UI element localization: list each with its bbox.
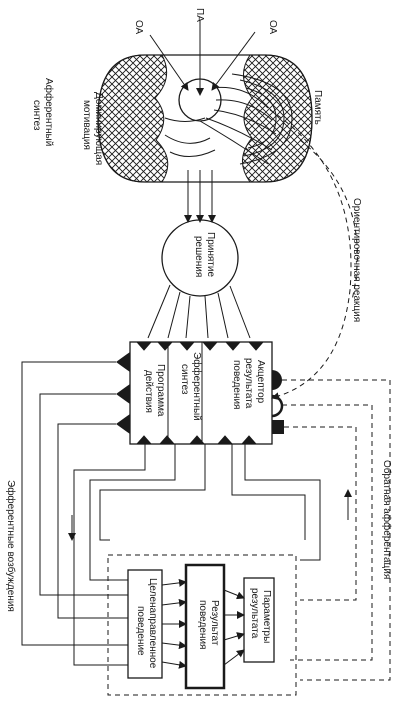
label-oa-right: ОА (267, 20, 278, 35)
label-efferent-synthesis-line1: Эфферентный (191, 352, 203, 421)
label-result-params-line2: результата (249, 588, 260, 639)
label-orienting-reaction: Ориентировочная реакция (351, 198, 362, 322)
label-afferent-synthesis-line1: Афферентный (43, 78, 55, 146)
execution-block (107, 554, 297, 696)
afferent-synthesis-block (97, 54, 313, 183)
decision-to-central-lines (147, 284, 251, 339)
label-action-program-line2: действия (143, 370, 154, 413)
label-efferent-synthesis-line2: синтез (179, 364, 190, 395)
label-feedback-afferentation: Обратная афферентация (381, 460, 393, 579)
label-oa-left: ОА (133, 20, 144, 35)
label-acceptor-line2: результата (243, 358, 254, 409)
label-acceptor-line3: поведения (231, 360, 242, 409)
label-memory: Память (312, 90, 323, 125)
label-decision-line2: решения (193, 236, 204, 277)
label-result-params-line1: Параметры (261, 590, 272, 643)
decision-circle (161, 219, 239, 297)
orienting-reaction-path (269, 109, 352, 401)
label-decision-line1: Принятие (205, 232, 216, 277)
label-efferent-excitations: Эфферентные возбуждения (5, 480, 17, 612)
feedback-afferentation-lines (231, 379, 391, 681)
input-arrows (149, 20, 256, 96)
label-behavior-result-line2: поведения (197, 600, 208, 649)
label-behavior-result-line1: Результат (209, 600, 220, 646)
label-goal-behavior-line1: Целенаправленное (147, 578, 158, 669)
label-afferent-synthesis-line2: синтез (31, 100, 42, 131)
label-goal-behavior-line2: поведение (135, 606, 146, 656)
central-block (116, 341, 284, 445)
label-dominant-motivation-line2: мотивация (81, 100, 92, 150)
label-pa: ПА (194, 8, 205, 22)
efferent-excitation-lines (21, 361, 206, 666)
capsule-to-decision-lines (184, 170, 216, 223)
label-acceptor-line1: Акцептор (255, 360, 266, 404)
label-dominant-motivation-line1: Доминирующая (93, 92, 104, 165)
label-action-program-line1: Программа (155, 364, 166, 417)
